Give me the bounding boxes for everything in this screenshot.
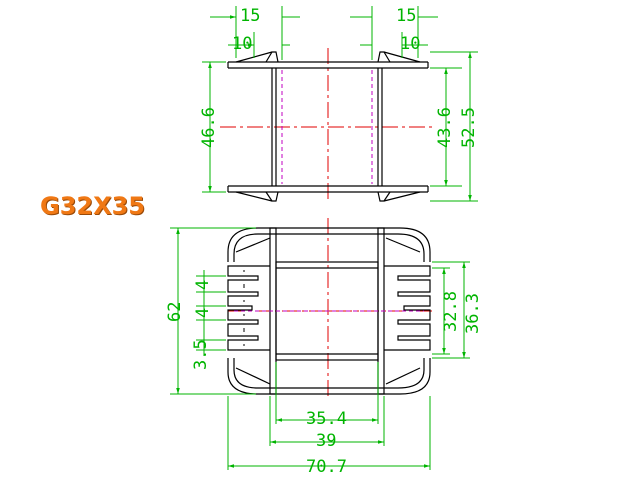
dim-flange-span: 39 — [316, 431, 336, 451]
bottom-flange — [227, 185, 429, 202]
front-view: 62 4 4 3.5 32.8 36.3 35.4 39 70.7 — [165, 218, 483, 477]
top-view-hidden-lines — [281, 70, 373, 184]
dim-height-left: 46.6 — [199, 107, 219, 148]
dim-flange-left: 15 — [240, 6, 260, 26]
dim-height-overall: 52.5 — [459, 107, 479, 148]
dim-slot-left: 10 — [232, 34, 252, 54]
dim-slot-height: 36.3 — [463, 293, 483, 334]
left-pins — [227, 265, 270, 351]
right-pins — [384, 265, 431, 351]
model-label: G32X35 — [40, 192, 145, 220]
dim-slot-right: 10 — [400, 34, 420, 54]
dim-overall-width: 70.7 — [306, 457, 347, 477]
top-view: 15 10 15 10 46.6 43.6 52.5 — [199, 6, 479, 202]
dim-height-inner: 43.6 — [435, 107, 455, 148]
bobbin-walls — [271, 68, 383, 186]
front-view-dimension-lines — [170, 227, 470, 470]
dim-flange-right: 15 — [396, 6, 416, 26]
dim-pin-pitch-a: 4 — [193, 280, 213, 290]
dim-pin-pitch-b: 4 — [193, 308, 213, 318]
dim-overall-height: 62 — [165, 302, 185, 322]
dim-pin-offset: 3.5 — [191, 339, 211, 370]
top-view-dimension-lines — [202, 6, 478, 202]
dim-window-height: 32.8 — [441, 291, 461, 332]
dim-window-width: 35.4 — [306, 409, 347, 429]
